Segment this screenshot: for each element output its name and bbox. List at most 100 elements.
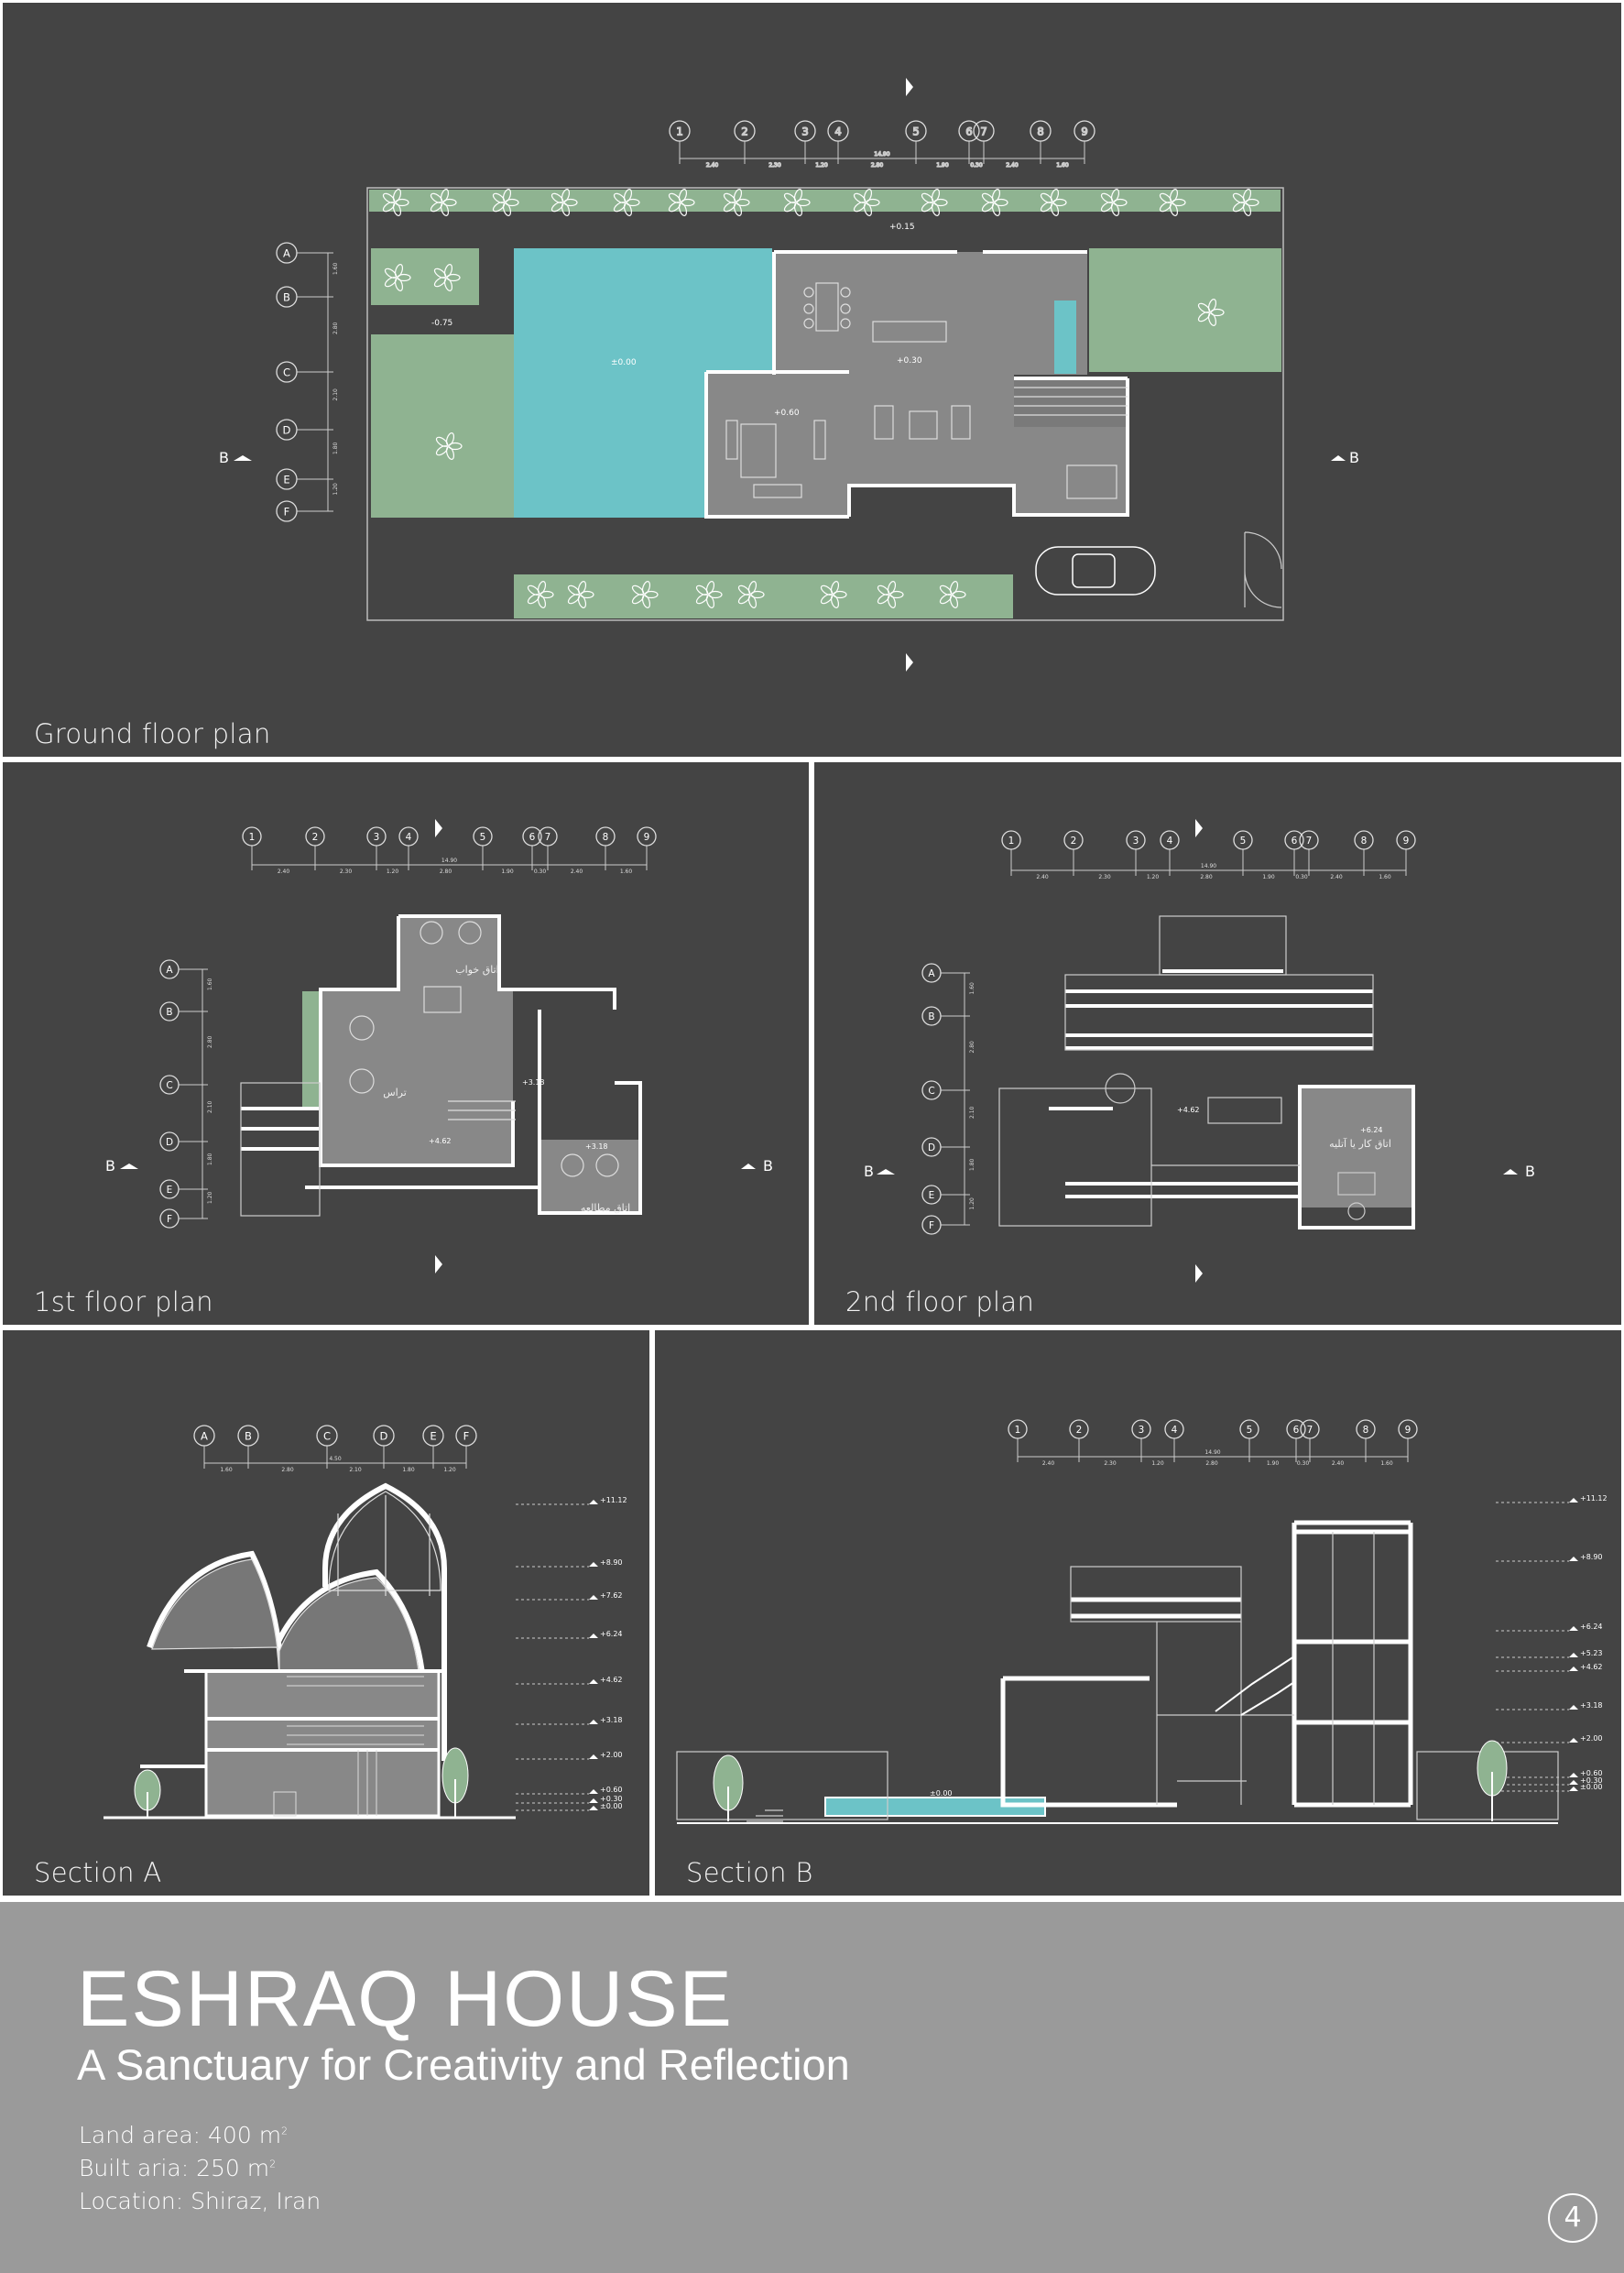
svg-text:F: F	[929, 1220, 934, 1231]
site-wall-left	[676, 1751, 888, 1820]
section-arrow-icon	[234, 455, 252, 461]
level-arrow-icon	[1569, 1626, 1578, 1631]
grid-column-bubble: 9	[1398, 1419, 1418, 1439]
grid-row-bubble: C	[159, 1075, 180, 1095]
svg-text:2: 2	[312, 832, 319, 843]
room-label: اتاق مطالعه	[581, 1202, 630, 1214]
dimension-label: 2.40	[278, 869, 290, 875]
grid-column-bubble: 8	[1354, 830, 1374, 850]
dimension-label: 2.30	[768, 162, 781, 169]
shrub-icon	[853, 189, 880, 216]
grid-column-bubble: 2	[734, 120, 756, 142]
built-area-text: Built aria: 250 m	[79, 2155, 270, 2181]
panel-caption: 1st floor plan	[34, 1286, 213, 1317]
svg-text:5: 5	[912, 125, 919, 137]
section-arrow-icon	[120, 1164, 138, 1169]
grid-row-bubble: B	[237, 1425, 259, 1447]
shrub-icon	[492, 189, 519, 216]
svg-text:7: 7	[1307, 1425, 1313, 1436]
grid-row-bubble: F	[921, 1215, 942, 1235]
grid-row-bubble: E	[422, 1425, 444, 1447]
grid-column-bubble: 4	[827, 120, 849, 142]
dimension-label: 1.60	[620, 869, 633, 875]
dimension-label: 2.30	[1104, 1460, 1117, 1467]
level-tag: +6.24	[1580, 1623, 1603, 1631]
svg-text:F: F	[284, 505, 290, 518]
svg-text:E: E	[430, 1429, 436, 1442]
grid-column-bubble: 7	[538, 826, 558, 847]
section-arrow-icon	[435, 819, 442, 837]
svg-text:A: A	[201, 1429, 208, 1442]
dimension-label: 1.60	[1056, 162, 1069, 169]
svg-text:1: 1	[676, 125, 682, 137]
panel-caption: Section A	[34, 1857, 162, 1888]
unit-superscript: 2	[269, 2158, 277, 2170]
grid-column-bubble: 8	[595, 826, 616, 847]
svg-text:9: 9	[1403, 836, 1410, 847]
grid-column-bubble: 7	[973, 120, 995, 142]
interior-section	[204, 1669, 441, 1818]
level-tag: +6.24	[600, 1630, 623, 1638]
location: Location: Shiraz, Iran	[79, 2188, 322, 2214]
dimension-label: 2.40	[706, 162, 719, 169]
grid-column-bubble: 3	[366, 826, 387, 847]
level-tag: +0.15	[889, 223, 915, 232]
level-tag: +5.23	[1580, 1649, 1603, 1657]
level-arrow-icon	[1569, 1498, 1578, 1503]
dimension-label: 1.20	[815, 162, 828, 169]
grid-row-bubble: D	[276, 419, 298, 441]
svg-text:4: 4	[1172, 1425, 1178, 1436]
dimension-label: 2.40	[1006, 162, 1019, 169]
grid-row-bubble: A	[276, 242, 298, 264]
dimension-label: 1.90	[501, 869, 514, 875]
svg-text:C: C	[166, 1080, 172, 1091]
tree-icon	[441, 1747, 469, 1818]
kitchen-dining	[774, 252, 957, 375]
svg-text:A: A	[166, 965, 173, 976]
garden-planter	[302, 991, 321, 1109]
grid-column-bubble: 4	[1164, 1419, 1184, 1439]
unit-superscript: 2	[281, 2125, 289, 2137]
svg-text:7: 7	[1306, 836, 1313, 847]
dimension-label: 1.60	[220, 1467, 233, 1473]
section-marker-label: B	[105, 1157, 115, 1175]
dimension-label: 1.20	[969, 1197, 975, 1210]
level-arrow-icon	[589, 1500, 598, 1504]
dimension-label: 2.10	[332, 388, 339, 401]
dimension-label: 2.10	[969, 1106, 975, 1119]
grid-column-bubble: 9	[1074, 120, 1095, 142]
level-arrow-icon	[589, 1789, 598, 1794]
level-tag: +0.60	[600, 1786, 623, 1794]
grid-column-bubble: 3	[1126, 830, 1146, 850]
grid-row-bubble: F	[455, 1425, 477, 1447]
level-arrow-icon	[589, 1720, 598, 1724]
grid-column-bubble: 8	[1356, 1419, 1376, 1439]
shrub-icon	[1197, 299, 1225, 326]
svg-text:1: 1	[249, 832, 256, 843]
shrub-icon	[435, 432, 463, 460]
dimension-label: 1.60	[1380, 1460, 1393, 1467]
grid-column-bubble: 2	[305, 826, 325, 847]
section-arrow-icon	[1195, 1264, 1203, 1283]
dimension-label: 2.30	[1098, 874, 1111, 880]
svg-text:F: F	[463, 1429, 470, 1442]
level-tag: +0.30	[1580, 1776, 1603, 1785]
svg-text:1: 1	[1008, 836, 1015, 847]
level-arrow-icon	[589, 1806, 598, 1810]
shrub-icon	[877, 581, 904, 608]
svg-text:3: 3	[1139, 1425, 1145, 1436]
dimension-label: 2.80	[207, 1035, 213, 1048]
shrub-icon	[1040, 189, 1067, 216]
panel-caption: 2nd floor plan	[845, 1286, 1035, 1317]
grid-column-bubble: 1	[242, 826, 262, 847]
shrub-icon	[382, 189, 409, 216]
section-arrow-icon	[741, 1164, 756, 1169]
dimension-label: 0.30	[1297, 1460, 1310, 1467]
dimension-label: 0.30	[970, 162, 983, 169]
dimension-total: 4.50	[329, 1456, 342, 1462]
svg-text:5: 5	[1247, 1425, 1253, 1436]
svg-text:9: 9	[1405, 1425, 1411, 1436]
